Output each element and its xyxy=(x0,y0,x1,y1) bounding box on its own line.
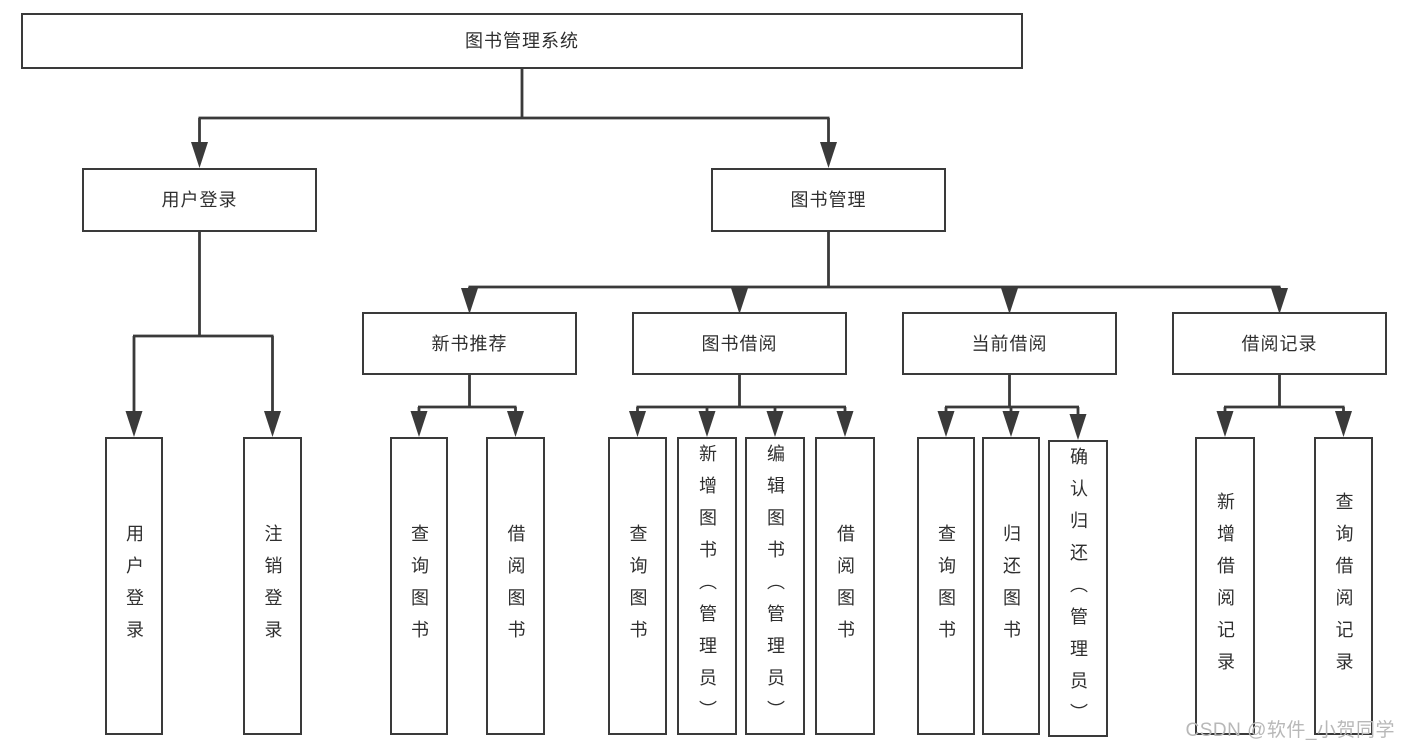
node-root: 图书管理系统 xyxy=(21,13,1023,69)
node-leaf-query-book-2: 查询图书 xyxy=(608,437,667,735)
node-book-borrow: 图书借阅 xyxy=(632,312,847,375)
node-leaf-borrow-book-1: 借阅图书 xyxy=(486,437,545,735)
node-leaf-edit-book-admin: 编辑图书（管理员） xyxy=(745,437,805,735)
node-leaf-add-book-admin: 新增图书（管理员） xyxy=(677,437,737,735)
node-leaf-user-login: 用户登录 xyxy=(105,437,163,735)
node-leaf-return-book: 归还图书 xyxy=(982,437,1040,735)
node-current-borrow: 当前借阅 xyxy=(902,312,1117,375)
node-borrow-records: 借阅记录 xyxy=(1172,312,1387,375)
csdn-watermark: CSDN @软件_小贺同学 xyxy=(1185,720,1395,741)
node-leaf-confirm-return-admin: 确认归还（管理员） xyxy=(1048,440,1108,737)
node-leaf-add-borrow-record: 新增借阅记录 xyxy=(1195,437,1255,735)
node-book-management: 图书管理 xyxy=(711,168,946,232)
node-leaf-query-book-3: 查询图书 xyxy=(917,437,975,735)
node-new-book-recommend: 新书推荐 xyxy=(362,312,577,375)
node-leaf-query-book-1: 查询图书 xyxy=(390,437,448,735)
node-user-login: 用户登录 xyxy=(82,168,317,232)
node-leaf-borrow-book-2: 借阅图书 xyxy=(815,437,875,735)
node-leaf-query-borrow-record: 查询借阅记录 xyxy=(1314,437,1373,735)
node-leaf-logout-login: 注销登录 xyxy=(243,437,302,735)
